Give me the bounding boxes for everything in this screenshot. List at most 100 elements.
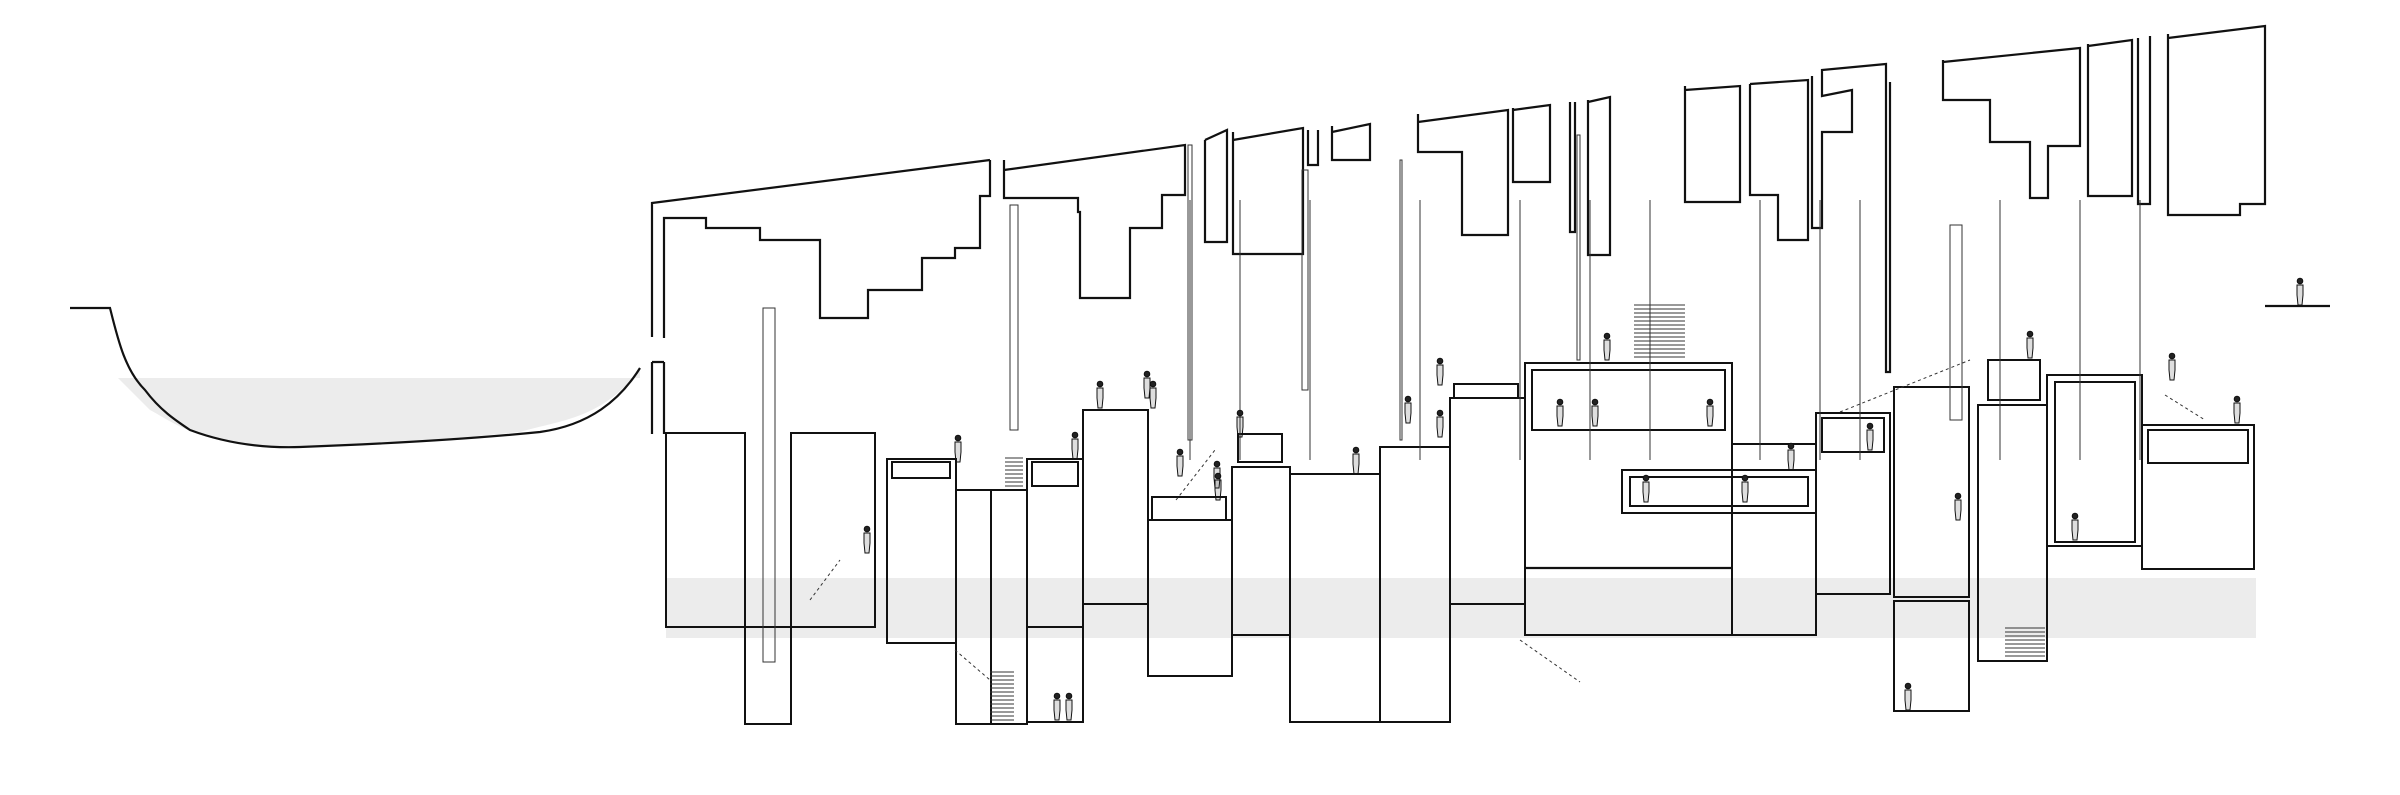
person-figure: [1236, 409, 1244, 438]
entrance-wall: [650, 360, 666, 434]
building-block: [1893, 386, 1970, 598]
person-head: [1143, 370, 1151, 378]
room-frame: [1031, 461, 1079, 487]
person-body: [1954, 499, 1962, 521]
stair-run: [2164, 394, 2206, 421]
person-body: [863, 532, 871, 554]
room-frame: [1629, 476, 1809, 507]
room-frame: [1987, 359, 2041, 401]
person-head: [1642, 474, 1650, 482]
person-body: [1603, 339, 1611, 361]
light-slot: [1949, 224, 1963, 421]
person-head: [1149, 380, 1157, 388]
person-figure: [1071, 431, 1079, 460]
stair-run: [809, 559, 841, 601]
person-figure: [1642, 474, 1650, 503]
person-figure: [1352, 446, 1360, 475]
person-figure: [1143, 370, 1151, 399]
water-fill: [118, 370, 2256, 638]
person-head: [1404, 395, 1412, 403]
person-head: [1213, 460, 1221, 468]
room-frame: [1531, 369, 1726, 431]
person-head: [1053, 692, 1061, 700]
person-figure: [1436, 357, 1444, 386]
building-block: [886, 458, 957, 644]
person-figure: [2168, 352, 2176, 381]
person-head: [2071, 512, 2079, 520]
person-body: [1214, 479, 1222, 501]
building-block: [2141, 424, 2255, 570]
person-figure: [1706, 398, 1714, 427]
terrain: [70, 304, 2330, 449]
person-head: [1741, 474, 1749, 482]
pool-water: [666, 578, 2256, 638]
ceiling-profile-9: [1941, 24, 2267, 217]
stair-run: [1175, 449, 1216, 501]
person-body: [1866, 429, 1874, 451]
building-block: [990, 489, 1028, 725]
stair-run: [1839, 359, 1971, 413]
person-body: [1436, 416, 1444, 438]
person-figure: [1053, 692, 1061, 721]
person-head: [1065, 692, 1073, 700]
ceiling-profile-1: [662, 160, 992, 338]
building-block: [1026, 626, 1084, 723]
room-frame: [2147, 429, 2249, 464]
person-body: [954, 441, 962, 463]
lake-water: [118, 370, 640, 447]
person-body: [1706, 405, 1714, 427]
ceiling-profile-5: [1416, 103, 1552, 237]
building-block: [1231, 466, 1291, 636]
person-body: [1071, 438, 1079, 460]
building-block: [790, 432, 876, 628]
building-block: [1977, 404, 2048, 662]
person-body: [1741, 481, 1749, 503]
light-slot: [1301, 169, 1309, 391]
roof-seg-1: [650, 158, 991, 337]
room-frame: [1453, 383, 1519, 399]
person-body: [1904, 689, 1912, 711]
person-body: [1787, 449, 1795, 471]
ceiling-profile-4: [1306, 122, 1372, 167]
person-figure: [1556, 398, 1564, 427]
person-head: [1436, 409, 1444, 417]
person-figure: [2296, 277, 2304, 306]
person-head: [1436, 357, 1444, 365]
room-frame: [1151, 496, 1227, 521]
person-figure: [1404, 395, 1412, 424]
person-body: [1176, 455, 1184, 477]
person-head: [1176, 448, 1184, 456]
light-slot: [1009, 204, 1019, 431]
person-head: [1236, 409, 1244, 417]
ceiling-profile-2: [1002, 143, 1187, 300]
stairs-and-slots: [762, 134, 2206, 721]
ceiling-profile-3: [1203, 126, 1305, 256]
person-head: [1556, 398, 1564, 406]
person-body: [1556, 405, 1564, 427]
person-body: [1436, 364, 1444, 386]
building-block: [744, 626, 792, 725]
person-figure: [1603, 332, 1611, 361]
person-body: [1096, 387, 1104, 409]
person-figure: [1741, 474, 1749, 503]
person-figure: [1176, 448, 1184, 477]
person-figure: [1214, 472, 1222, 501]
person-figure: [863, 525, 871, 554]
ceiling-profile-7: [1683, 78, 1810, 242]
person-head: [1787, 442, 1795, 450]
person-figure: [1787, 442, 1795, 471]
person-figure: [954, 434, 962, 463]
person-figure: [1954, 492, 1962, 521]
building-block: [1147, 519, 1233, 677]
person-body: [1352, 453, 1360, 475]
stair-run: [954, 649, 991, 681]
person-body: [1053, 699, 1061, 721]
person-head: [1591, 398, 1599, 406]
person-figure: [1591, 398, 1599, 427]
building-block: [1449, 397, 1526, 605]
person-head: [2168, 352, 2176, 360]
person-body: [2071, 519, 2079, 541]
person-body: [2026, 337, 2034, 359]
person-figure: [1866, 422, 1874, 451]
person-figure: [2071, 512, 2079, 541]
